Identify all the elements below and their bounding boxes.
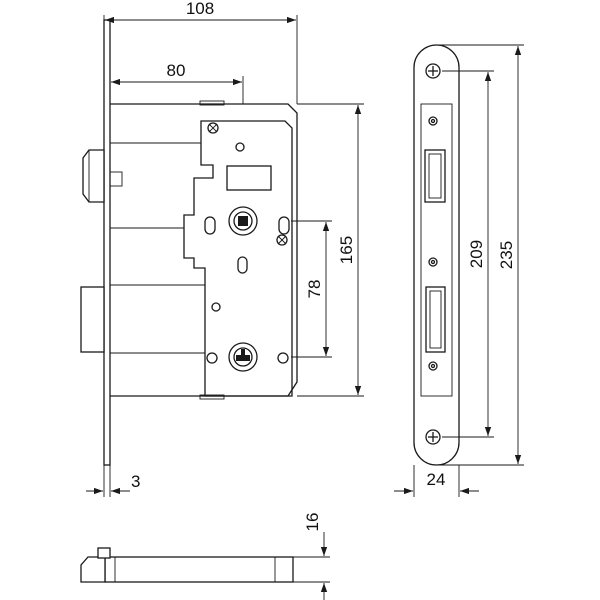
dim-center-distance: 78	[291, 220, 332, 358]
lock-body-side-view	[80, 19, 298, 466]
hole-icon	[428, 257, 438, 267]
hole-icon	[277, 352, 289, 364]
follower-window	[226, 165, 272, 191]
screw-icon	[276, 234, 288, 246]
latch-opening	[424, 149, 446, 203]
slot-icon	[237, 256, 248, 274]
dim-label: 78	[305, 280, 324, 299]
lock-bottom-view	[80, 547, 294, 583]
dim-label: 24	[427, 470, 446, 489]
screw-icon	[425, 63, 441, 79]
dim-overall-width: 108	[103, 0, 298, 104]
faceplate-strip	[420, 103, 453, 397]
dim-case-height: 165	[297, 103, 364, 397]
follower-hub-icon	[228, 206, 258, 236]
dim-forend-depth: 16	[293, 513, 330, 600]
dim-label: 235	[497, 241, 516, 269]
hole-icon	[235, 142, 245, 152]
hole-icon	[428, 361, 438, 371]
hole-icon	[206, 352, 218, 364]
forend-plate	[103, 19, 111, 466]
dim-label: 16	[303, 513, 322, 532]
slot-icon	[204, 216, 216, 235]
hole-icon	[211, 302, 221, 312]
dim-faceplate-length: 235	[436, 44, 524, 466]
dim-faceplate-width: 24	[394, 465, 479, 497]
dim-backset: 80	[111, 61, 244, 104]
screw-icon	[425, 429, 441, 445]
dim-label: 80	[167, 61, 186, 80]
cylinder-hub-icon	[228, 342, 258, 372]
dim-forend-thickness: 3	[86, 465, 140, 497]
case-tab-bottom	[199, 394, 225, 400]
screw-icon	[207, 122, 219, 134]
dim-label: 3	[131, 472, 140, 491]
slot-icon	[278, 216, 290, 235]
bottom-latch	[80, 556, 106, 583]
bolt-opening	[425, 286, 446, 353]
faceplate-front-view	[413, 44, 460, 466]
latch-bolt	[82, 149, 105, 203]
dim-label: 209	[467, 240, 486, 268]
dead-bolt	[80, 286, 105, 353]
latch-tail	[109, 171, 123, 187]
dim-label: 165	[337, 236, 356, 264]
case-tab-top	[199, 100, 225, 106]
hole-icon	[428, 116, 438, 126]
lock-case	[110, 103, 298, 397]
dim-label: 108	[186, 0, 214, 18]
bottom-body	[104, 556, 294, 583]
inner-cover-plate	[183, 120, 293, 397]
bottom-tab	[97, 547, 111, 559]
dim-screw-distance: 209	[442, 70, 494, 438]
